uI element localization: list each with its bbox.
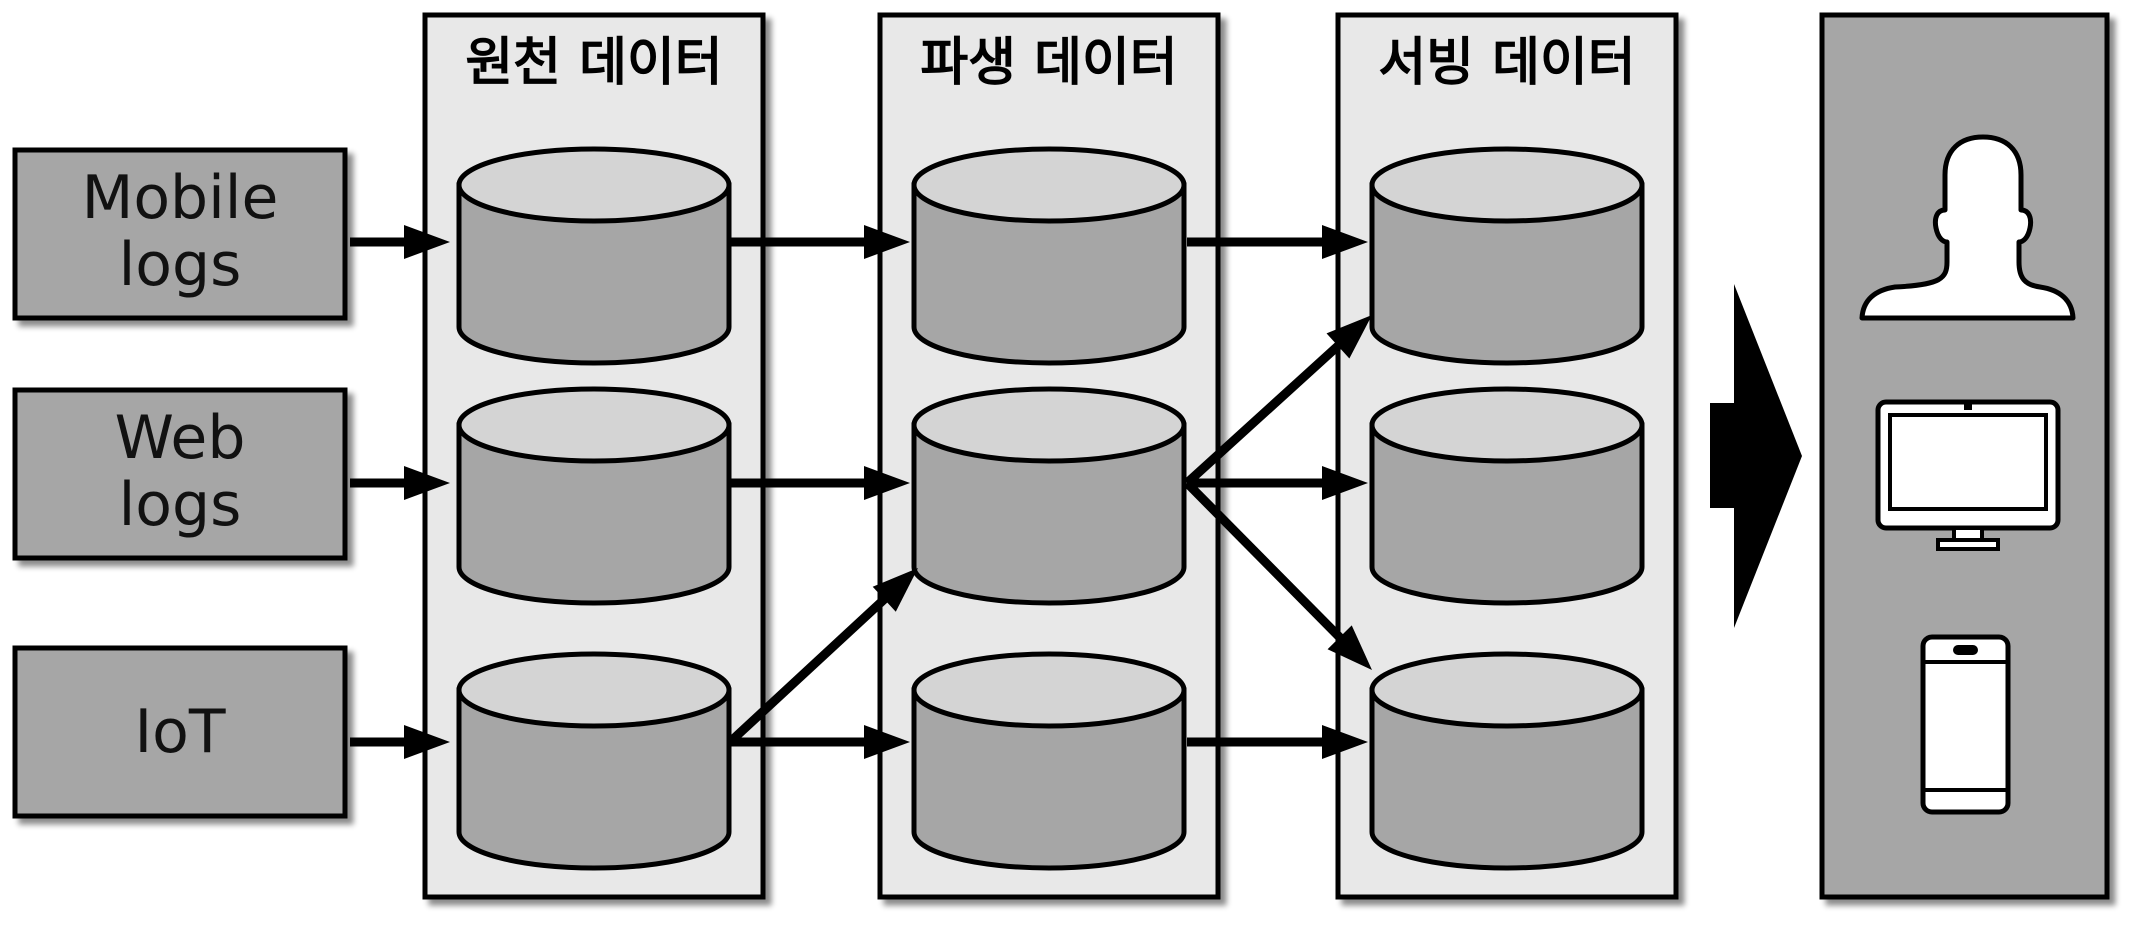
arrow-source-to-derived bbox=[730, 466, 910, 500]
source-label-line: IoT bbox=[134, 697, 225, 767]
smartphone-icon bbox=[1920, 634, 2011, 815]
arrow-derived-to-serving-diagonal bbox=[1183, 315, 1372, 487]
source-box-iot: IoT bbox=[12, 645, 348, 819]
source-label-line: logs bbox=[119, 470, 242, 540]
arrow-source-to-derived-diagonal bbox=[726, 568, 918, 746]
source-label-line: Mobile bbox=[82, 163, 279, 233]
database-cylinder-serving-1 bbox=[1369, 146, 1645, 366]
arrow-source-to-derived bbox=[730, 725, 910, 759]
database-cylinder-derived-1 bbox=[911, 146, 1187, 366]
arrow-derived-to-serving bbox=[1187, 466, 1368, 500]
source-label-line: Web bbox=[115, 403, 246, 473]
database-cylinder-derived-3 bbox=[911, 651, 1187, 871]
arrow-derived-to-serving-diagonal bbox=[1183, 479, 1372, 670]
arrow-mobile-to-source bbox=[350, 225, 450, 259]
database-cylinder-derived-2 bbox=[911, 386, 1187, 606]
arrow-derived-to-serving bbox=[1187, 725, 1368, 759]
database-cylinder-source-2 bbox=[456, 386, 732, 606]
database-cylinders bbox=[456, 146, 1645, 871]
column-title-derived: 파생 데이터 bbox=[920, 33, 1177, 93]
arrow-source-to-derived bbox=[730, 225, 910, 259]
database-cylinder-serving-2 bbox=[1369, 386, 1645, 606]
database-cylinder-source-1 bbox=[456, 146, 732, 366]
arrow-web-to-source bbox=[350, 466, 450, 500]
source-box-mobile-logs: Mobile logs bbox=[12, 147, 348, 321]
column-title-source: 원천 데이터 bbox=[465, 33, 722, 93]
person-icon bbox=[1859, 134, 2076, 321]
source-box-web-logs: Web logs bbox=[12, 387, 348, 561]
arrow-derived-to-serving bbox=[1187, 225, 1368, 259]
database-cylinder-source-3 bbox=[456, 651, 732, 871]
flow-arrows bbox=[350, 225, 1372, 759]
arrow-iot-to-source bbox=[350, 725, 450, 759]
serve-arrow bbox=[1710, 284, 1802, 628]
source-label-line: logs bbox=[119, 230, 242, 300]
monitor-icon bbox=[1875, 399, 2061, 551]
column-title-serving: 서빙 데이터 bbox=[1378, 33, 1635, 93]
database-cylinder-serving-3 bbox=[1369, 651, 1645, 871]
